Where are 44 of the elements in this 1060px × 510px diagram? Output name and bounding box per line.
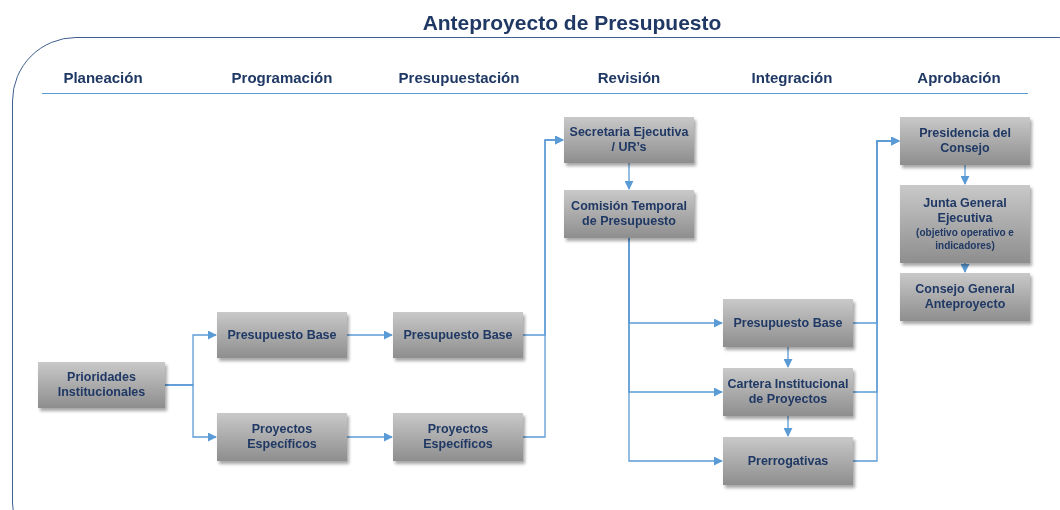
arrow bbox=[346, 330, 393, 340]
arrow bbox=[522, 135, 564, 438]
process-box bbox=[393, 413, 523, 461]
box-text: Proyectos Específicos bbox=[246, 422, 318, 452]
process-box bbox=[723, 368, 853, 416]
phase-header: Programación bbox=[230, 68, 334, 88]
process-box bbox=[723, 299, 853, 347]
arrow bbox=[628, 237, 723, 466]
box-text: Secretaria Ejecutiva / UR’s bbox=[568, 125, 690, 155]
arrow bbox=[346, 432, 393, 442]
box-text: Prerrogativas bbox=[747, 453, 829, 469]
box-text: Prioridades Institucionales bbox=[56, 370, 147, 400]
arrow bbox=[164, 384, 217, 442]
arrow bbox=[852, 136, 900, 462]
box-text: Comisión Temporal de Presupuesto bbox=[570, 199, 688, 229]
arrow bbox=[960, 164, 970, 185]
phase-header: Revisión bbox=[596, 68, 662, 88]
process-box bbox=[564, 117, 694, 163]
box-text: Proyectos Específicos bbox=[422, 422, 494, 452]
process-box bbox=[217, 312, 347, 358]
box-text: Cartera Institucional de Proyectos bbox=[727, 377, 849, 407]
box-text: Presidencia del Consejo bbox=[918, 126, 1012, 156]
process-box bbox=[900, 185, 1030, 263]
box-text: Presupuesto Base bbox=[733, 315, 843, 331]
process-box bbox=[393, 312, 523, 358]
phase-header: Presupuestación bbox=[397, 68, 521, 88]
process-box bbox=[564, 190, 694, 238]
box-text: Consejo General Anteproyecto bbox=[914, 282, 1016, 312]
box-text: Presupuesto Base bbox=[227, 327, 337, 343]
arrow bbox=[624, 162, 634, 190]
phase-header: Integración bbox=[750, 68, 834, 88]
process-box bbox=[217, 413, 347, 461]
process-box bbox=[38, 362, 165, 408]
phase-header: Planeación bbox=[62, 68, 144, 88]
arrow bbox=[783, 346, 793, 368]
process-box bbox=[900, 273, 1030, 321]
arrow bbox=[783, 415, 793, 437]
process-box bbox=[723, 437, 853, 485]
box-text: Presupuesto Base bbox=[403, 327, 513, 343]
arrow bbox=[960, 262, 970, 273]
box-text: Junta General Ejecutiva bbox=[922, 196, 1008, 226]
box-text: (objetivo operativo e indicadores) bbox=[915, 226, 1015, 252]
phase-header: Aprobación bbox=[916, 68, 1002, 88]
process-box bbox=[900, 117, 1030, 165]
